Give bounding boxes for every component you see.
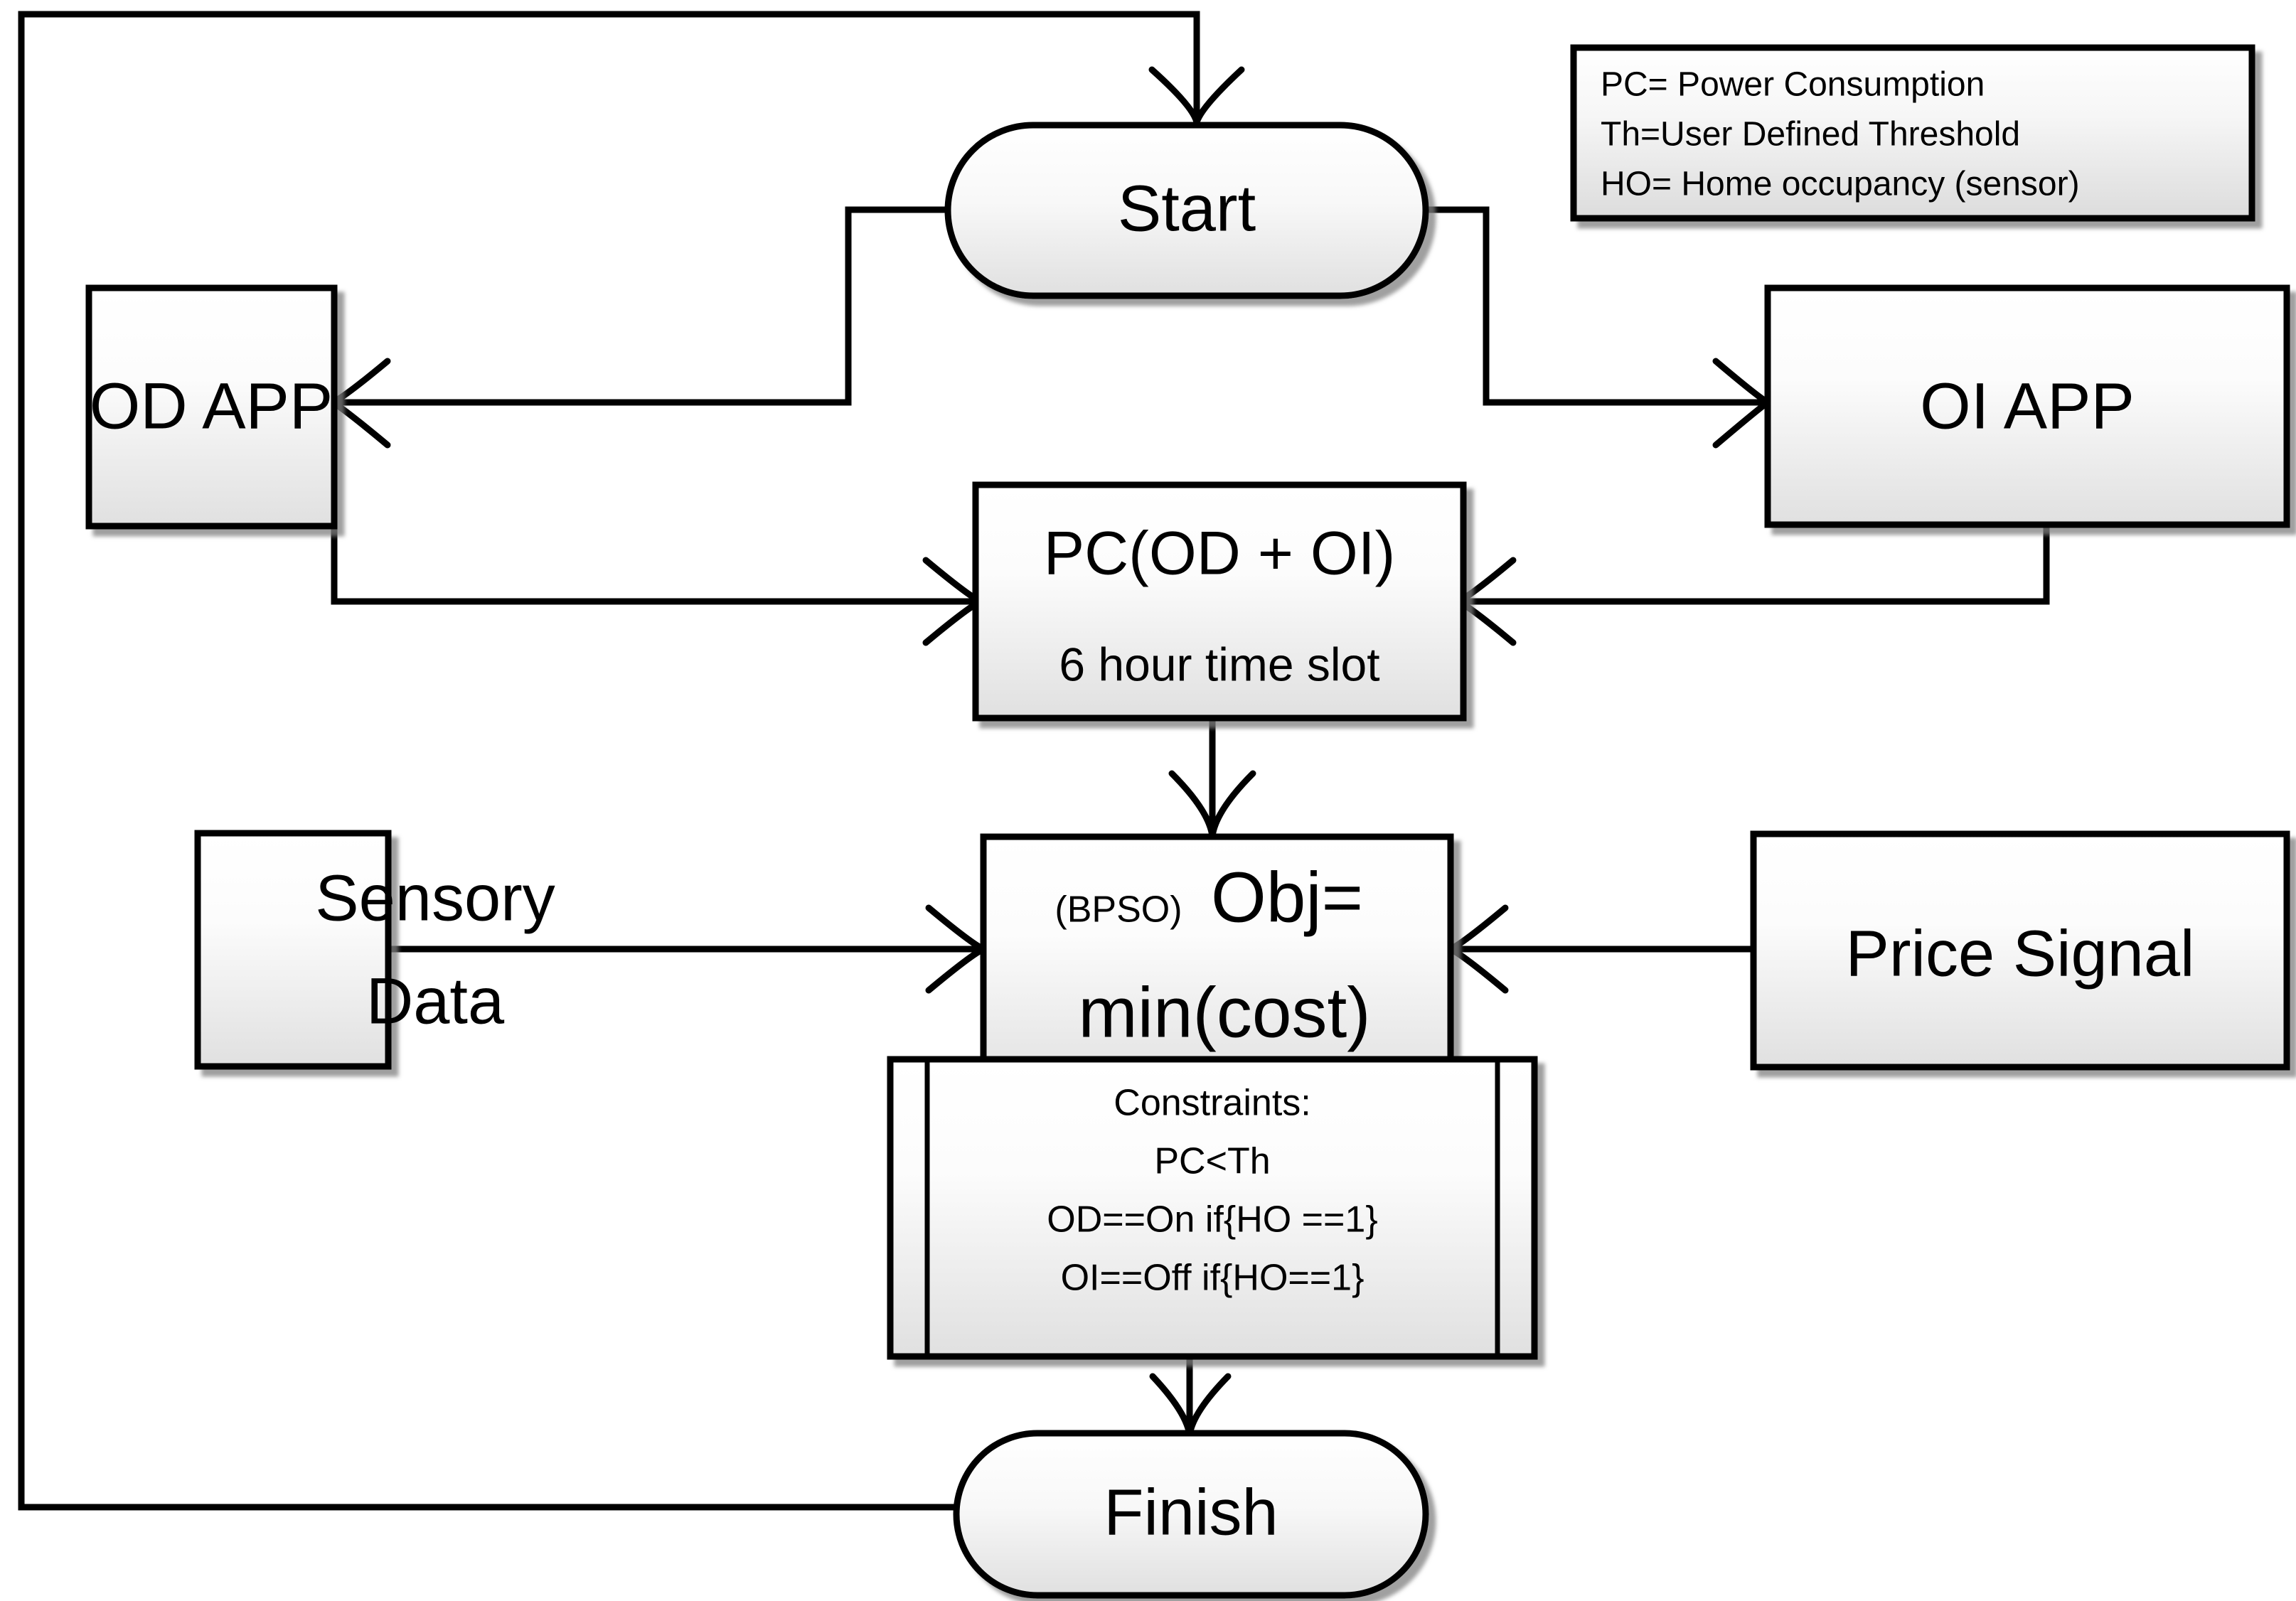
pc-sum-sub-label: 6 hour time slot (1059, 638, 1379, 690)
objective-second-label: min(cost) (1078, 973, 1370, 1052)
price-signal-label: Price Signal (1846, 917, 2195, 990)
sensory-data-box[interactable] (194, 830, 392, 1070)
oi-app-label: OI APP (1920, 370, 2135, 442)
node-pc-sum[interactable]: PC(OD + OI) 6 hour time slot (972, 481, 1467, 722)
od-app-box[interactable] (85, 284, 338, 530)
finish-label: Finish (1104, 1476, 1278, 1548)
finish-shape[interactable] (953, 1430, 1429, 1599)
constraints-line-2: OD==On if{HO ==1} (1047, 1199, 1377, 1241)
node-od-app[interactable]: OD APP (85, 284, 338, 530)
node-price-signal[interactable]: Price Signal (1750, 830, 2290, 1071)
edge-start-to-oi-app (1422, 206, 1771, 449)
node-objective[interactable]: (BPSO) Obj= min(cost) (980, 833, 1454, 1096)
legend-line-3: HO= Home occupancy (sensor) (1601, 166, 2080, 203)
pc-sum-main-label: PC(OD + OI) (1044, 520, 1396, 588)
node-finish[interactable]: Finish (953, 1430, 1429, 1599)
constraints-line-1: PC<Th (1154, 1141, 1270, 1182)
node-start[interactable]: Start (944, 122, 1429, 299)
node-oi-app[interactable]: OI APP (1764, 284, 2290, 528)
legend-line-1: PC= Power Consumption (1601, 66, 1985, 104)
objective-main-label: Obj= (1211, 857, 1363, 937)
sensory-data-label-line2: Data (366, 965, 505, 1037)
constraints-heading: Constraints: (1114, 1083, 1310, 1124)
pc-sum-box[interactable] (972, 481, 1467, 722)
legend-box: PC= Power Consumption Th=User Defined Th… (1570, 44, 2255, 222)
node-constraints[interactable]: Constraints: PC<Th OD==On if{HO ==1} OI=… (887, 1056, 1538, 1360)
edge-pc-to-objective (1168, 714, 1256, 840)
start-label: Start (1118, 172, 1256, 245)
od-app-label: OD APP (90, 370, 333, 442)
legend-line-2: Th=User Defined Threshold (1601, 116, 2020, 154)
node-sensory-data[interactable]: Sensory Data (194, 830, 555, 1070)
edge-oi-app-to-pc (1455, 521, 2050, 646)
sensory-data-label-line1: Sensory (315, 862, 555, 934)
edge-price-signal-to-objective (1447, 904, 1757, 994)
constraints-line-3: OI==Off if{HO==1} (1061, 1258, 1365, 1299)
legend-background (1570, 44, 2255, 222)
price-signal-box[interactable] (1750, 830, 2290, 1071)
edge-start-to-od-app (329, 206, 949, 449)
edge-finish-to-start (18, 11, 1245, 1511)
edge-od-app-to-pc (331, 523, 984, 646)
start-shape[interactable] (944, 122, 1429, 299)
objective-prefix-label: (BPSO) (1054, 889, 1182, 931)
edge-constraints-to-finish (1149, 1353, 1232, 1438)
constraints-box[interactable] (887, 1056, 1538, 1360)
oi-app-box[interactable] (1764, 284, 2290, 528)
